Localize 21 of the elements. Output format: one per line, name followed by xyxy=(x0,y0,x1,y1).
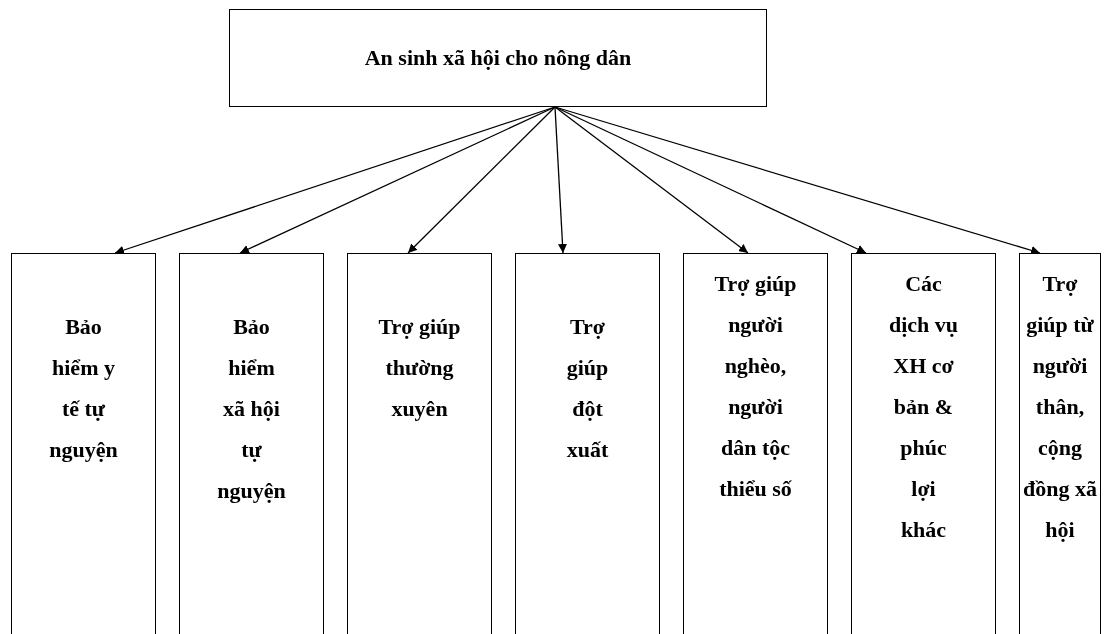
category-box xyxy=(851,253,996,634)
category-box xyxy=(347,253,492,634)
category-box xyxy=(179,253,324,634)
arrow xyxy=(554,106,567,254)
category-box xyxy=(1019,253,1101,634)
category-box xyxy=(515,253,660,634)
category-label: Các dịch vụ XH cơ bản & phúc lợi khác xyxy=(887,270,960,544)
category-label: Trợ giúp đột xuất xyxy=(565,313,610,464)
category-box xyxy=(11,253,156,634)
root-label: An sinh xã hội cho nông dân xyxy=(363,44,633,72)
category-label: Trợ giúp từ người thân, cộng đồng xã hội xyxy=(1022,270,1098,544)
arrow xyxy=(407,106,556,254)
category-label: Bảo hiểm y tế tự nguyện xyxy=(48,313,119,464)
arrow xyxy=(554,106,749,254)
category-label: Trợ giúp thường xuyên xyxy=(377,313,462,423)
title-box xyxy=(229,9,767,107)
category-label: Trợ giúp người nghèo, người dân tộc thiểu số xyxy=(713,270,798,503)
arrow xyxy=(239,106,556,254)
category-box xyxy=(683,253,828,634)
category-label: Bảo hiểm xã hội tự nguyện xyxy=(216,313,287,505)
arrow xyxy=(554,106,867,254)
